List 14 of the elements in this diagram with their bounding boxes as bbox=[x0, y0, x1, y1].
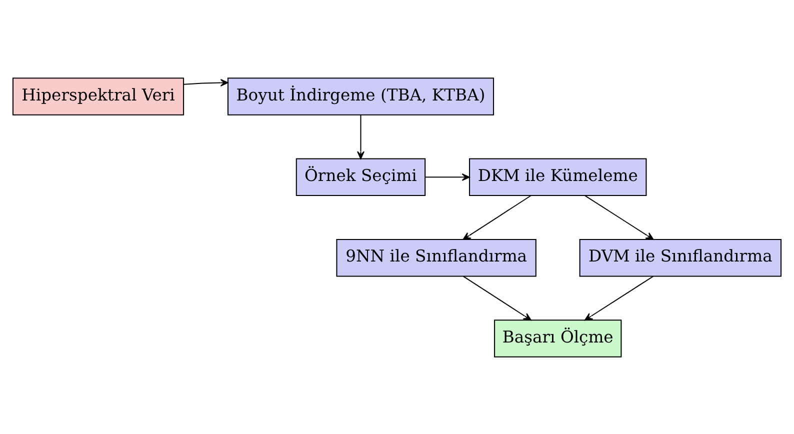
node-box: Hiperspektral Veri bbox=[12, 77, 184, 115]
node-box: Başarı Ölçme bbox=[494, 319, 622, 357]
node-box: 9NN ile Sınıflandırma bbox=[336, 238, 536, 276]
arrow bbox=[584, 194, 654, 240]
arrow bbox=[425, 172, 470, 180]
node-box: DVM ile Sınıflandırma bbox=[579, 238, 782, 276]
node-box: Boyut İndirgeme (TBA, KTBA) bbox=[227, 77, 494, 115]
node-box: DKM ile Kümeleme bbox=[469, 158, 647, 196]
arrow bbox=[184, 78, 228, 86]
arrow bbox=[463, 275, 532, 320]
arrow bbox=[462, 194, 532, 240]
arrow bbox=[584, 275, 654, 320]
arrow bbox=[357, 114, 364, 159]
node-box: Örnek Seçimi bbox=[296, 158, 426, 196]
